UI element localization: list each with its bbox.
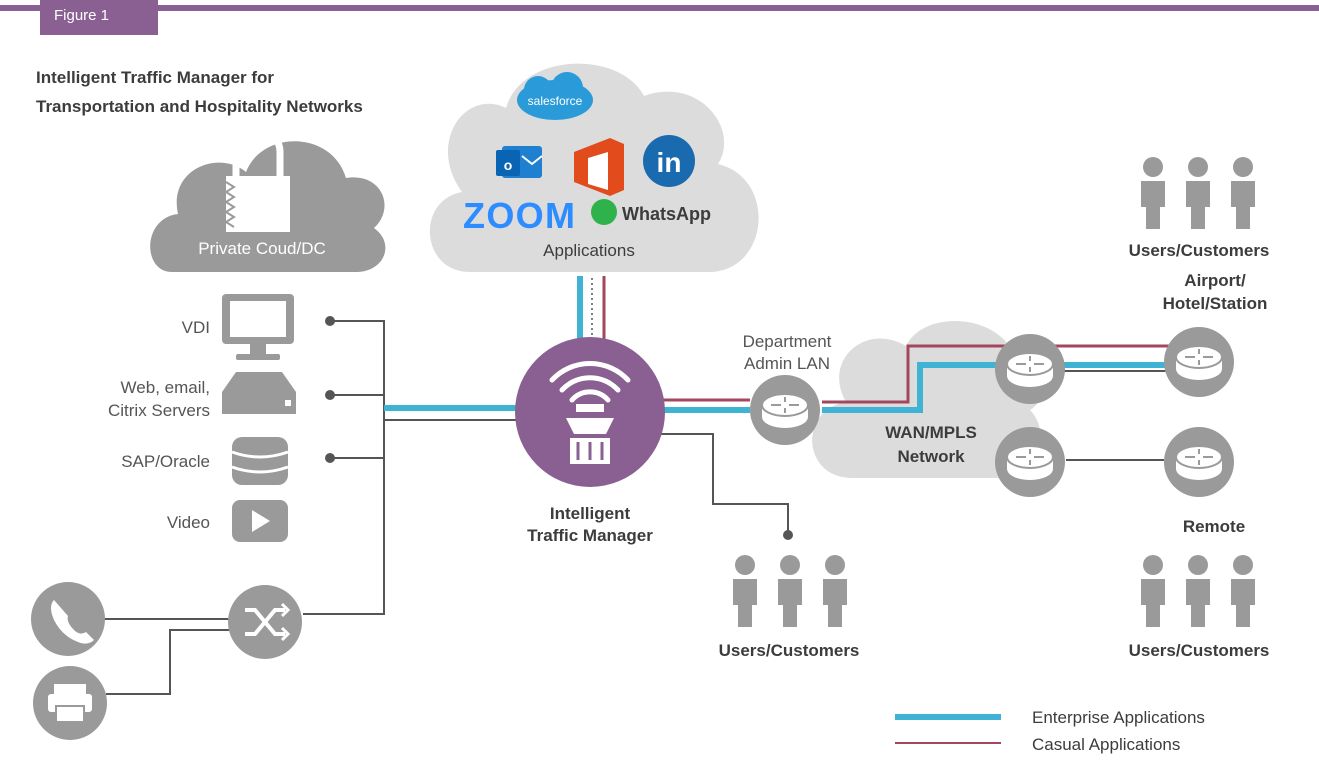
router-remote [1163, 426, 1235, 498]
figure-tab: Figure 1 [40, 0, 158, 35]
traffic-manager-icon [515, 337, 665, 487]
outlook-icon: o [496, 146, 543, 178]
private-cloud-label: Private Coud/DC [198, 239, 326, 258]
header-rule [0, 5, 1319, 11]
router-wan-lower [994, 426, 1066, 498]
phone-icon [31, 582, 105, 656]
server-labels: VDI Web, email, Citrix Servers SAP/Oracl… [108, 318, 210, 532]
diagram-title-line2: Transportation and Hospitality Networks [36, 97, 363, 116]
manager-label-line1: Intelligent [550, 504, 631, 523]
applications-label: Applications [543, 241, 635, 260]
linkedin-icon: in [643, 135, 695, 187]
svg-text:o: o [504, 157, 513, 173]
diagram-title: Intelligent Traffic Manager for Transpor… [36, 63, 456, 121]
manager-label-line2: Traffic Manager [527, 526, 653, 545]
svg-text:salesforce: salesforce [528, 94, 583, 108]
svg-text:Citrix Servers: Citrix Servers [108, 401, 210, 420]
diagram-title-line1: Intelligent Traffic Manager for [36, 68, 275, 87]
legend-label-casual: Casual Applications [1032, 735, 1180, 754]
wan-label-line1: WAN/MPLS [885, 423, 977, 442]
router-wan-upper [994, 333, 1066, 405]
users-label-top-right: Users/Customers [1129, 241, 1270, 260]
remote-label: Remote [1183, 517, 1245, 536]
dept-label-line2: Admin LAN [744, 354, 830, 373]
applications-cloud: salesforce o in ZOOM WhatsApp Applicatio… [429, 63, 759, 272]
router-site [1163, 326, 1235, 398]
legend: Enterprise Applications Casual Applicati… [895, 708, 1205, 754]
private-cloud: Private Coud/DC [150, 126, 386, 272]
legend-label-enterprise: Enterprise Applications [1032, 708, 1205, 727]
site-label-line2: Hotel/Station [1163, 294, 1268, 313]
database-icon [231, 437, 289, 485]
users-group-top-right [1141, 157, 1255, 229]
svg-text:Video: Video [167, 513, 210, 532]
users-group-center [733, 555, 847, 627]
wan-label-line2: Network [897, 447, 965, 466]
office-icon [574, 138, 624, 196]
video-icon [232, 500, 288, 542]
svg-text:in: in [657, 147, 682, 178]
whatsapp-icon: WhatsApp [591, 199, 711, 225]
site-label-line1: Airport/ [1184, 271, 1246, 290]
router-dept-lan [749, 374, 821, 446]
lock-icon [224, 126, 290, 232]
wan-cloud: WAN/MPLS Network [812, 320, 1045, 478]
server-icon [222, 372, 296, 414]
dept-label-line1: Department [743, 332, 832, 351]
users-label-center: Users/Customers [719, 641, 860, 660]
svg-text:VDI: VDI [182, 318, 210, 337]
svg-text:Web, email,: Web, email, [121, 378, 210, 397]
server-icons [222, 294, 296, 542]
whatsapp-label: WhatsApp [622, 204, 711, 224]
users-group-bottom-right [1141, 555, 1255, 627]
monitor-icon [222, 294, 294, 360]
printer-icon [33, 666, 107, 740]
switch-icon [228, 585, 302, 659]
users-label-bottom-right: Users/Customers [1129, 641, 1270, 660]
svg-text:SAP/Oracle: SAP/Oracle [121, 452, 210, 471]
zoom-logo: ZOOM [463, 195, 575, 236]
salesforce-icon: salesforce [517, 72, 593, 120]
connector-dots [325, 316, 793, 540]
